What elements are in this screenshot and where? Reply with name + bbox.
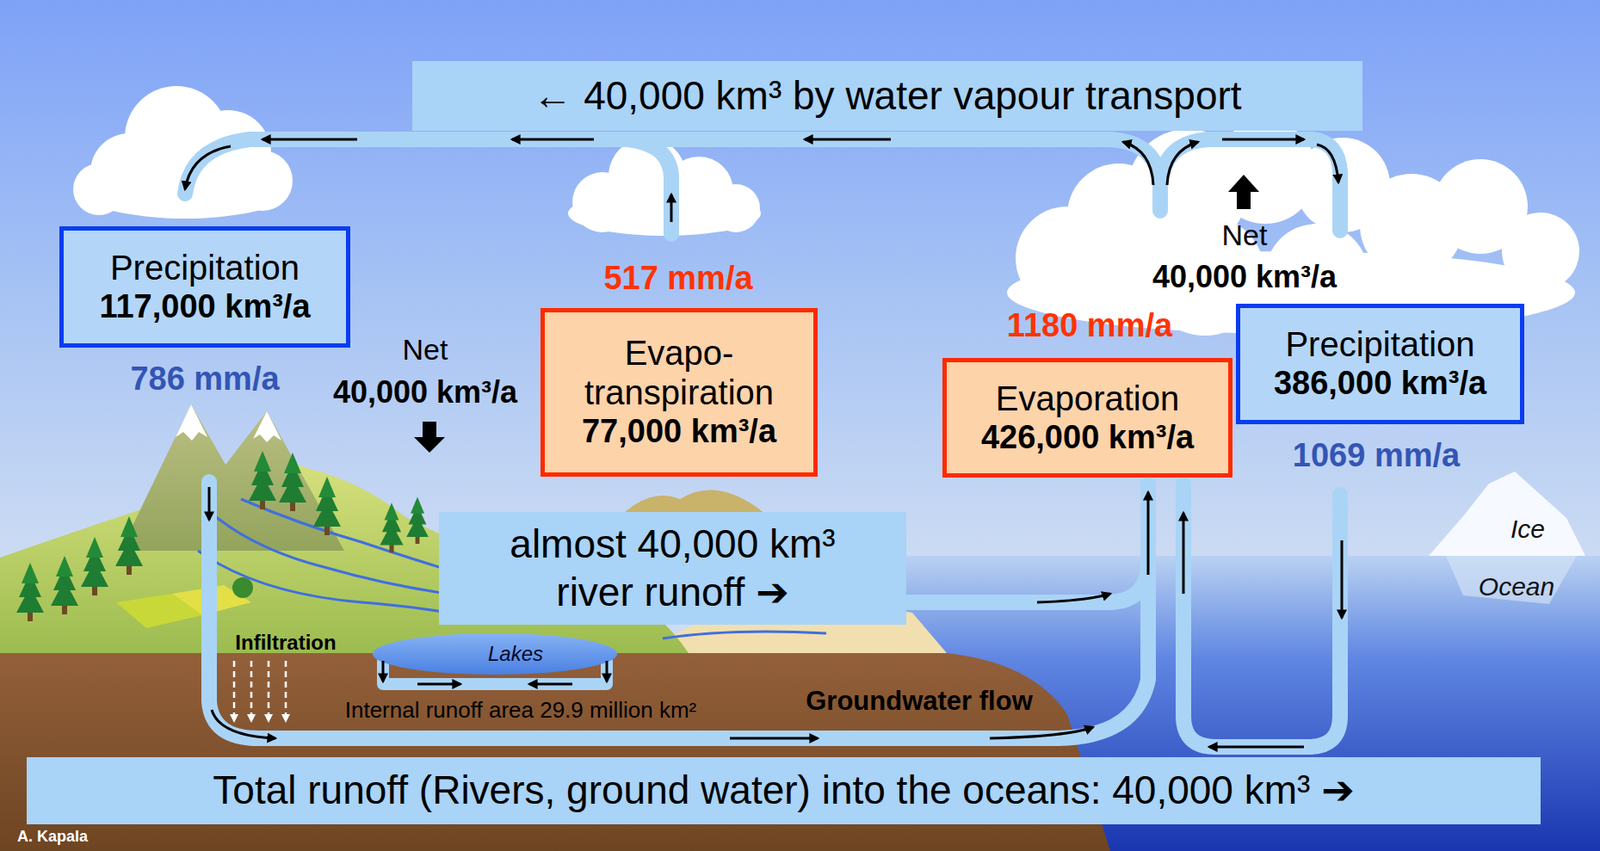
evaporation-box: Evaporation426,000 km³/a bbox=[942, 358, 1233, 478]
flow-arrow bbox=[804, 138, 891, 142]
flow-arrow bbox=[185, 146, 231, 190]
tree bbox=[406, 497, 429, 544]
river bbox=[197, 550, 448, 613]
groundwater-label: Groundwater flow bbox=[805, 685, 1033, 717]
box-heading: Evapo- transpiration bbox=[553, 333, 805, 413]
ocean-loop-path bbox=[1183, 484, 1341, 748]
flow-arrow bbox=[1222, 138, 1304, 142]
evapotranspiration-box: Evapo- transpiration77,000 km³/a bbox=[540, 308, 818, 477]
box-value: 386,000 km³/a bbox=[1273, 364, 1487, 404]
box-heading: Evaporation bbox=[995, 378, 1180, 419]
box-heading: Precipitation bbox=[1284, 324, 1475, 365]
flow-arrow bbox=[262, 138, 358, 142]
net-up-arrow bbox=[1228, 174, 1260, 210]
infiltration-arrows bbox=[234, 661, 286, 722]
tree bbox=[248, 450, 277, 510]
river bbox=[662, 631, 827, 639]
tree bbox=[16, 562, 44, 622]
flow-arrow bbox=[1037, 593, 1111, 603]
flow-arrow bbox=[512, 138, 594, 142]
flow-arrow bbox=[1182, 512, 1186, 594]
trees bbox=[16, 450, 429, 622]
flow-arrow bbox=[1167, 142, 1199, 186]
banner-text: almost 40,000 km³ river runoff ➔ bbox=[473, 520, 872, 616]
tree bbox=[50, 555, 79, 615]
flow-arrow bbox=[382, 661, 385, 682]
runoff-banner: almost 40,000 km³ river runoff ➔ bbox=[438, 512, 907, 625]
net-down-arrow bbox=[413, 421, 445, 453]
flow-arrow bbox=[605, 661, 609, 682]
tree bbox=[313, 476, 341, 536]
rate-label: 786 mm/a bbox=[129, 360, 279, 399]
net-value: 40,000 km³/a bbox=[1152, 259, 1337, 295]
tree bbox=[278, 452, 307, 512]
water-paths bbox=[185, 139, 1341, 748]
ocean-label: Ocean bbox=[1478, 572, 1555, 603]
tree bbox=[379, 502, 403, 553]
banner-text: ← 40,000 km³ by water vapour transport bbox=[532, 72, 1242, 120]
iceberg bbox=[1428, 471, 1586, 605]
net-label: Net bbox=[1222, 218, 1268, 253]
lake bbox=[372, 633, 618, 675]
infiltration-arrow bbox=[250, 661, 254, 722]
flow-arrows bbox=[185, 139, 1342, 748]
evapotranspiration-path bbox=[628, 139, 672, 235]
net-value: 40,000 km³/a bbox=[333, 374, 518, 410]
box-value: 426,000 km³/a bbox=[981, 418, 1194, 458]
infiltration-arrow bbox=[233, 661, 236, 722]
river-path bbox=[908, 568, 1149, 603]
snow-cap bbox=[253, 411, 282, 443]
sky bbox=[0, 0, 1600, 569]
flow-arrow bbox=[729, 737, 818, 741]
flow-arrow bbox=[529, 683, 573, 686]
net-label: Net bbox=[402, 333, 449, 367]
rate-label: 1069 mm/a bbox=[1292, 437, 1460, 476]
ice-label: Ice bbox=[1510, 514, 1545, 545]
area-label: Internal runoff area 29.9 million km² bbox=[345, 698, 698, 724]
watermark: A. Kapala bbox=[17, 827, 88, 847]
tree bbox=[80, 537, 109, 596]
flow-arrow bbox=[208, 487, 211, 520]
flow-arrow bbox=[1316, 144, 1339, 183]
box-value: 117,000 km³/a bbox=[98, 287, 310, 328]
vapour-path bbox=[1110, 139, 1161, 211]
rate-label: 517 mm/a bbox=[603, 259, 753, 298]
infiltration-arrow bbox=[267, 661, 271, 722]
iceberg-underwater bbox=[1445, 555, 1577, 605]
flow-arrow bbox=[1209, 746, 1304, 749]
vapour-path bbox=[1160, 139, 1341, 231]
flow-arrow bbox=[1147, 492, 1150, 575]
total-runoff-banner: Total runoff (Rivers, ground water) into… bbox=[26, 757, 1541, 825]
bush bbox=[232, 577, 254, 599]
lakes-label: Lakes bbox=[488, 642, 544, 667]
vapour-banner: ← 40,000 km³ by water vapour transport bbox=[412, 61, 1363, 131]
flow-arrow bbox=[1340, 540, 1344, 618]
flow-arrow bbox=[670, 194, 674, 223]
rate-label: 1180 mm/a bbox=[1006, 307, 1173, 346]
precipitation-box: Precipitation386,000 km³/a bbox=[1235, 303, 1525, 425]
groundwater-path bbox=[209, 481, 1149, 739]
precipitation-box: Precipitation117,000 km³/a bbox=[59, 226, 351, 348]
flow-arrow bbox=[417, 683, 461, 686]
box-value: 77,000 km³/a bbox=[581, 412, 777, 452]
flow-arrow bbox=[211, 710, 276, 739]
flow-arrow bbox=[989, 727, 1094, 739]
snow-cap bbox=[175, 404, 208, 441]
iceberg-top bbox=[1428, 471, 1586, 556]
infiltration-label: Infiltration bbox=[234, 630, 336, 655]
banner-text: Total runoff (Rivers, ground water) into… bbox=[212, 766, 1354, 815]
flow-arrow bbox=[1123, 142, 1154, 186]
infiltration-arrow bbox=[284, 661, 288, 722]
tree bbox=[115, 516, 143, 575]
box-heading: Precipitation bbox=[110, 247, 300, 288]
